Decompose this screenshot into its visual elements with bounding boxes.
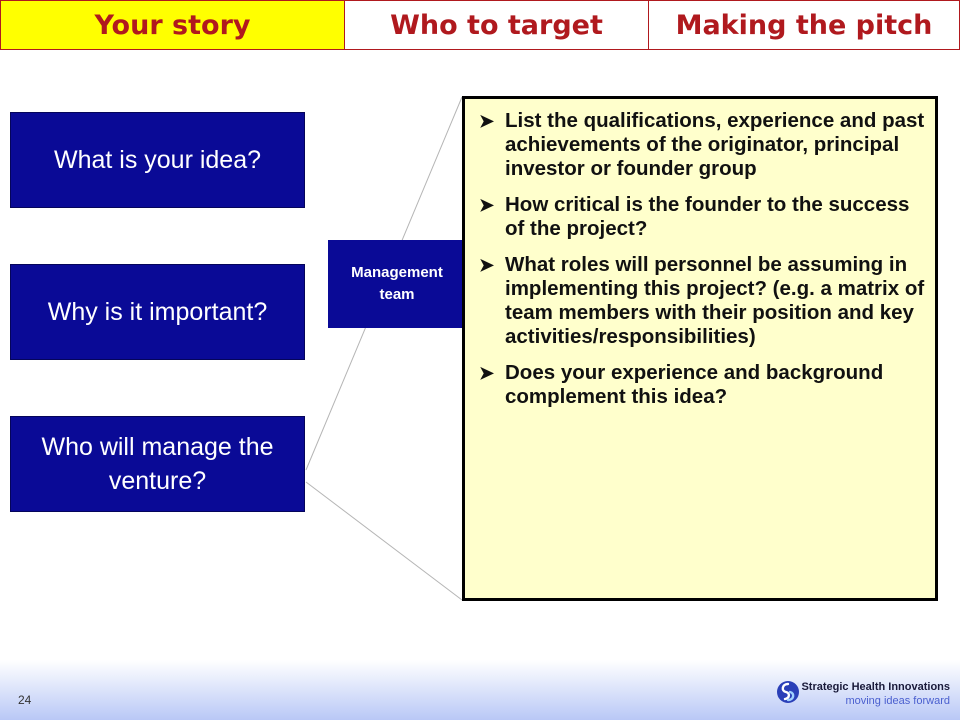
- bullet-text: Does your experience and background comp…: [505, 361, 884, 408]
- tab-who-to-target[interactable]: Who to target: [345, 0, 649, 50]
- arrow-bullet-icon: ➤: [479, 255, 495, 275]
- list-item: ➤ Does your experience and background co…: [479, 361, 931, 409]
- question-who-will-manage: Who will manage the venture?: [10, 416, 305, 512]
- question-label: Why is it important?: [47, 298, 268, 326]
- list-item: ➤ How critical is the founder to the suc…: [479, 193, 931, 241]
- arrow-bullet-icon: ➤: [479, 111, 495, 131]
- question-label: Who will manage the venture?: [41, 433, 274, 495]
- swirl-logo-icon: [777, 681, 799, 703]
- brand-block: Strategic Health Innovations moving idea…: [801, 680, 950, 708]
- list-item: ➤ List the qualifications, experience an…: [479, 109, 931, 181]
- management-team-box: Management team: [328, 240, 466, 328]
- brand-name: Strategic Health Innovations: [801, 681, 950, 693]
- bullet-text: How critical is the founder to the succe…: [505, 193, 910, 240]
- footer-band: [0, 660, 960, 720]
- management-team-label: Management team: [351, 264, 443, 303]
- brand-tagline: moving ideas forward: [845, 695, 950, 707]
- question-why-is-it-important: Why is it important?: [10, 264, 305, 360]
- arrow-bullet-icon: ➤: [479, 363, 495, 383]
- bullet-text: What roles will personnel be assuming in…: [505, 253, 925, 348]
- question-label: What is your idea?: [53, 146, 262, 174]
- section-tabs: Your story Who to target Making the pitc…: [0, 0, 960, 50]
- question-what-is-your-idea: What is your idea?: [10, 112, 305, 208]
- bullet-text: List the qualifications, experience and …: [505, 109, 925, 180]
- arrow-bullet-icon: ➤: [479, 195, 495, 215]
- list-item: ➤ What roles will personnel be assuming …: [479, 253, 931, 349]
- tab-your-story[interactable]: Your story: [0, 0, 345, 50]
- tab-making-the-pitch[interactable]: Making the pitch: [649, 0, 960, 50]
- detail-panel: ➤ List the qualifications, experience an…: [462, 96, 938, 601]
- page-number: 24: [18, 693, 32, 707]
